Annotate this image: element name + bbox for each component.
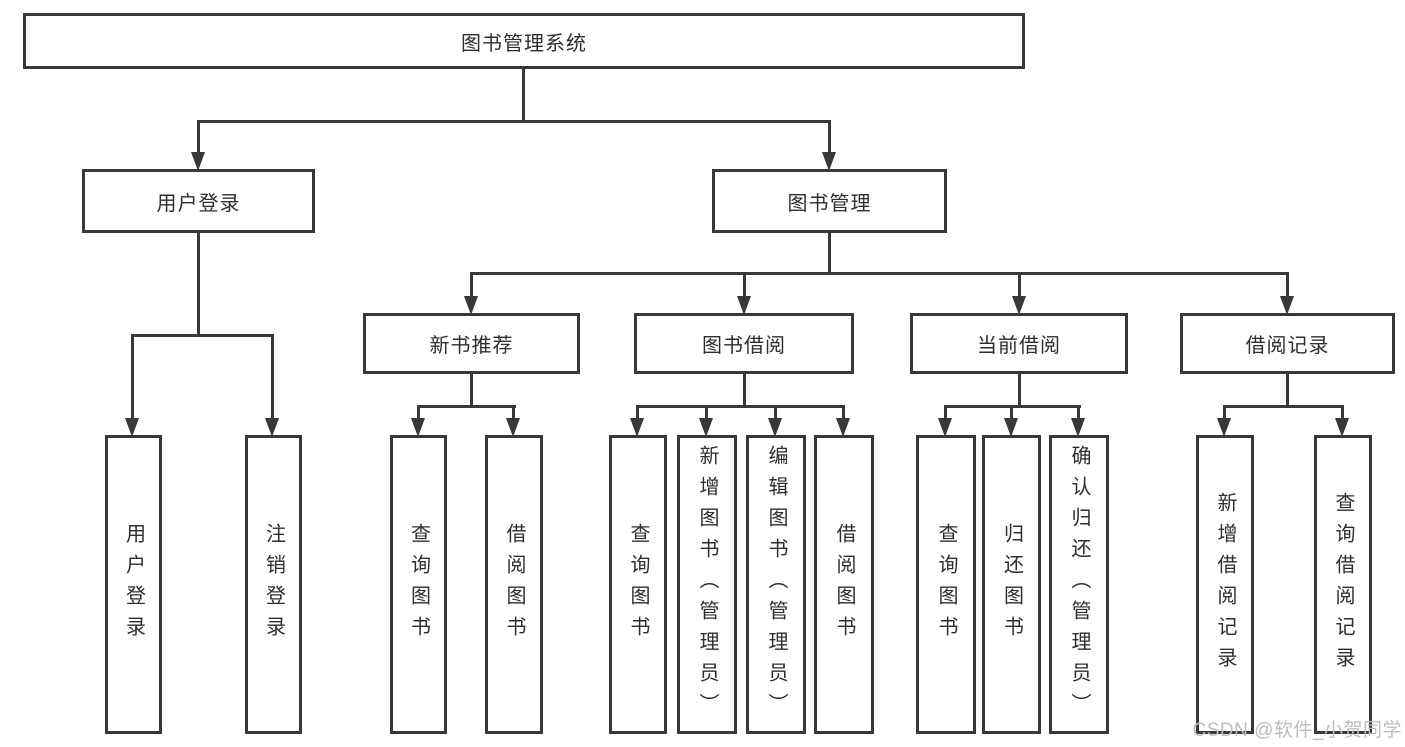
arrowhead-icon [836, 418, 850, 437]
arrowhead-icon [938, 418, 952, 437]
node-root-label: 图书管理系统 [461, 32, 587, 55]
leaf-edit-book-admin: 编辑图书（管理员） [746, 435, 806, 734]
leaf-borrow-books-recommend: 借阅图书 [485, 435, 543, 734]
arrowhead-icon [1335, 418, 1349, 437]
connector-line [417, 405, 420, 422]
node-book-borrowing-label: 图书借阅 [702, 335, 786, 357]
leaf-return-books: 归还图书 [982, 435, 1041, 734]
leaf-query-books-recommend: 查询图书 [390, 435, 447, 734]
connector-line [705, 405, 708, 422]
arrowhead-icon [822, 152, 836, 171]
connector-line [131, 334, 274, 337]
connector-line [1286, 272, 1289, 300]
leaf-logout-label: 注销登录 [262, 522, 285, 647]
connector-line [271, 334, 274, 422]
leaf-query-borrow-record: 查询借阅记录 [1314, 435, 1372, 734]
arrowhead-icon [1071, 418, 1085, 437]
node-book-management: 图书管理 [712, 169, 947, 233]
connector-line [197, 233, 200, 334]
node-borrowing-records-label: 借阅记录 [1245, 335, 1330, 357]
connector-line [512, 405, 515, 422]
connector-line [1018, 272, 1021, 300]
arrowhead-icon [768, 418, 782, 437]
connector-line [828, 233, 831, 274]
connector-line [470, 272, 473, 300]
leaf-query-books-current: 查询图书 [916, 435, 976, 734]
leaf-query-books-borrowing-label: 查询图书 [627, 522, 649, 647]
arrowhead-icon [265, 418, 279, 437]
connector-line [828, 120, 831, 156]
arrowhead-icon [1280, 296, 1294, 315]
leaf-borrow-books: 借阅图书 [814, 435, 874, 734]
arrowhead-icon [125, 418, 139, 437]
connector-line [1286, 374, 1289, 407]
node-current-borrowing-label: 当前借阅 [977, 335, 1061, 357]
connector-line [743, 374, 746, 407]
arrowhead-icon [737, 296, 751, 315]
csdn-watermark: CSDN @软件_小贺同学 [1192, 720, 1402, 741]
leaf-add-book-admin-label: 新增图书（管理员） [696, 445, 718, 724]
leaf-logout: 注销登录 [245, 435, 302, 734]
arrowhead-icon [1012, 296, 1026, 315]
node-new-book-recommend: 新书推荐 [363, 313, 580, 374]
connector-line [1077, 405, 1080, 422]
leaf-add-book-admin: 新增图书（管理员） [677, 435, 737, 734]
connector-line [774, 405, 777, 422]
connector-line [197, 120, 200, 156]
connector-line [1223, 405, 1226, 422]
connector-line [636, 405, 845, 408]
leaf-query-books-recommend-label: 查询图书 [407, 522, 430, 647]
leaf-query-books-borrowing: 查询图书 [609, 435, 667, 734]
connector-line [1341, 405, 1344, 422]
connector-line [944, 405, 947, 422]
leaf-query-borrow-record-label: 查询借阅记录 [1332, 491, 1354, 678]
arrowhead-icon [1217, 418, 1231, 437]
connector-line [743, 272, 746, 300]
leaf-borrow-books-label: 借阅图书 [833, 522, 855, 647]
leaf-query-books-current-label: 查询图书 [935, 522, 957, 647]
leaf-confirm-return-admin: 确认归还（管理员） [1049, 435, 1109, 734]
leaf-borrow-books-recommend-label: 借阅图书 [503, 522, 525, 647]
node-book-management-label: 图书管理 [787, 192, 872, 215]
node-new-book-recommend-label: 新书推荐 [429, 335, 514, 357]
arrowhead-icon [699, 418, 713, 437]
connector-line [470, 272, 1289, 275]
leaf-user-login-label: 用户登录 [122, 522, 145, 647]
leaf-confirm-return-admin-label: 确认归还（管理员） [1068, 445, 1090, 724]
leaf-user-login: 用户登录 [105, 435, 162, 734]
leaf-add-borrow-record: 新增借阅记录 [1196, 435, 1254, 734]
connector-line [1018, 374, 1021, 407]
connector-line [470, 374, 473, 407]
connector-line [522, 69, 525, 120]
arrowhead-icon [464, 296, 478, 315]
connector-line [636, 405, 639, 422]
connector-line [131, 334, 134, 422]
node-book-borrowing: 图书借阅 [634, 313, 854, 374]
arrowhead-icon [411, 418, 425, 437]
connector-line [417, 405, 516, 408]
leaf-add-borrow-record-label: 新增借阅记录 [1214, 491, 1236, 678]
arrowhead-icon [1004, 418, 1018, 437]
node-user-login-label: 用户登录 [156, 192, 241, 215]
connector-line [1223, 405, 1344, 408]
node-root: 图书管理系统 [23, 13, 1025, 69]
connector-line [197, 120, 831, 123]
connector-line [1010, 405, 1013, 422]
leaf-edit-book-admin-label: 编辑图书（管理员） [765, 445, 787, 724]
node-current-borrowing: 当前借阅 [910, 313, 1128, 374]
node-user-login: 用户登录 [82, 169, 315, 233]
leaf-return-books-label: 归还图书 [1000, 522, 1023, 647]
arrowhead-icon [191, 152, 205, 171]
arrowhead-icon [506, 418, 520, 437]
connector-line [842, 405, 845, 422]
node-borrowing-records: 借阅记录 [1180, 313, 1395, 374]
arrowhead-icon [630, 418, 644, 437]
